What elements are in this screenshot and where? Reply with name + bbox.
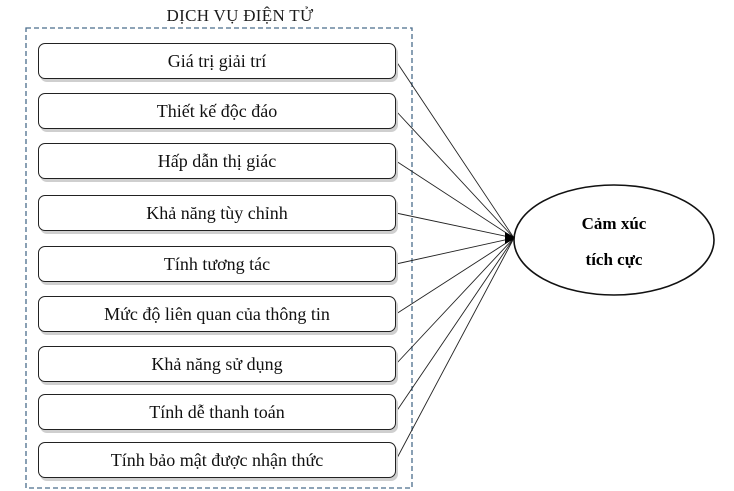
connector-line [395,212,515,239]
outcome-label: Cảm xúc tích cực [514,206,714,278]
factor-box: Khả năng sử dụng [38,346,396,382]
connector-line [395,110,515,239]
connector-line [395,160,515,239]
outcome-ellipse [513,184,715,296]
group-boundary [25,27,413,489]
connector-line [395,60,515,239]
connector-line [395,237,515,315]
outcome-label-line2: tích cực [585,250,643,269]
factor-box: Giá trị giải trí [38,43,396,79]
connector-line [395,237,515,461]
connector-lines [395,60,516,461]
connector-line [395,237,515,265]
factor-box: Khả năng tùy chỉnh [38,195,396,231]
outcome-label-line1: Cảm xúc [581,214,647,233]
factor-box: Tính bảo mật được nhận thức [38,442,396,478]
group-title: DỊCH VỤ ĐIỆN TỬ [130,6,350,26]
connector-line [395,237,515,365]
connector-line [395,237,515,413]
factor-box: Tính dễ thanh toán [38,394,396,430]
factor-box: Hấp dẫn thị giác [38,143,396,179]
factor-box: Tính tương tác [38,246,396,282]
factor-box: Mức độ liên quan của thông tin [38,296,396,332]
factor-box: Thiết kế độc đáo [38,93,396,129]
arrowhead [505,232,516,244]
